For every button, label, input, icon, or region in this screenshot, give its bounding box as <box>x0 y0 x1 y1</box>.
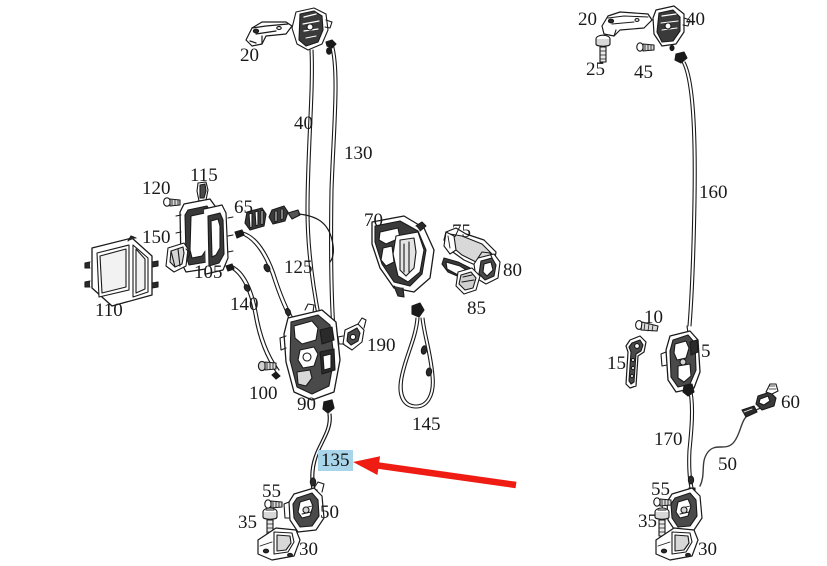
part-label-50: 50 <box>320 502 339 523</box>
part-label-90: 90 <box>297 394 316 415</box>
cable-140 <box>225 263 281 380</box>
cable-125 <box>234 229 300 331</box>
part-label-80: 80 <box>503 260 522 281</box>
part-65-connector <box>244 205 301 231</box>
part-label-50: 50 <box>718 454 737 475</box>
part-190-bracket <box>337 317 367 351</box>
part-30-striker-bracket-right <box>655 527 699 561</box>
part-90-door-lock <box>279 303 341 401</box>
part-label-35: 35 <box>238 512 257 533</box>
part-label-85: 85 <box>467 298 486 319</box>
part-label-70: 70 <box>364 210 383 231</box>
part-label-30: 30 <box>698 539 717 560</box>
part-30-striker-bracket-left <box>257 527 301 561</box>
part-label-125: 125 <box>284 257 313 278</box>
part-label-75: 75 <box>452 221 471 242</box>
part-label-170: 170 <box>654 429 683 450</box>
part-label-25: 25 <box>586 59 605 80</box>
part-label-35: 35 <box>638 511 657 532</box>
part-label-65: 65 <box>234 197 253 218</box>
part-label-140: 140 <box>230 294 259 315</box>
cable-145 <box>398 302 435 409</box>
part-40-actuator-right <box>652 5 691 47</box>
cable-170 <box>682 383 696 497</box>
part-label-110: 110 <box>95 300 123 321</box>
part-label-55: 55 <box>651 479 670 500</box>
cable-40 <box>305 49 322 321</box>
part-label-40: 40 <box>294 113 313 134</box>
part-100-bolt <box>257 360 277 372</box>
part-5-door-lock-right <box>660 330 701 393</box>
part-10-bolt <box>635 320 659 332</box>
part-label-55: 55 <box>262 481 281 502</box>
part-120-bolt <box>163 197 181 207</box>
part-label-20: 20 <box>578 9 597 30</box>
part-label-130: 130 <box>344 143 373 164</box>
part-110-bezel <box>84 235 159 307</box>
part-label-150: 150 <box>142 227 171 248</box>
part-label-15: 15 <box>607 353 626 374</box>
part-label-115: 115 <box>190 165 218 186</box>
part-label-100: 100 <box>249 383 278 404</box>
part-35-bolt-left <box>262 507 278 537</box>
part-25-bolt <box>595 34 611 63</box>
cable-130 <box>325 39 338 356</box>
part-40-actuator-left <box>291 7 333 51</box>
part-label-30: 30 <box>299 539 318 560</box>
part-label-45: 45 <box>634 62 653 83</box>
part-150-bracket <box>165 242 191 273</box>
part-50-actuator-right <box>661 487 703 533</box>
part-label-60: 60 <box>781 392 800 413</box>
cable-160 <box>669 44 697 348</box>
part-55-screw-right <box>653 497 672 507</box>
part-45-screw <box>636 42 655 52</box>
part-20-striker-left <box>245 21 293 47</box>
part-50-actuator-left <box>283 481 325 533</box>
part-label-5: 5 <box>701 341 711 362</box>
part-55-screw-left <box>264 499 283 509</box>
cable-65-lead <box>298 213 335 263</box>
part-35-bolt-right <box>654 507 670 537</box>
part-60-connector <box>741 383 779 418</box>
part-label-190: 190 <box>367 335 396 356</box>
part-80-end-cap <box>473 251 501 285</box>
part-label-145: 145 <box>412 414 441 435</box>
part-15-lever <box>625 335 647 389</box>
part-label-120: 120 <box>142 178 171 199</box>
part-label-105: 105 <box>194 262 223 283</box>
part-70-handle-carrier <box>371 215 435 298</box>
part-label-20: 20 <box>240 45 259 66</box>
part-label-160: 160 <box>699 182 728 203</box>
part-85-wedge <box>455 267 481 295</box>
part-20-striker-right <box>601 11 653 37</box>
cable-50-right <box>699 403 771 487</box>
part-label-40: 40 <box>686 9 705 30</box>
part-label-10: 10 <box>644 307 663 328</box>
part-label-135-highlighted: 135 <box>318 450 353 471</box>
